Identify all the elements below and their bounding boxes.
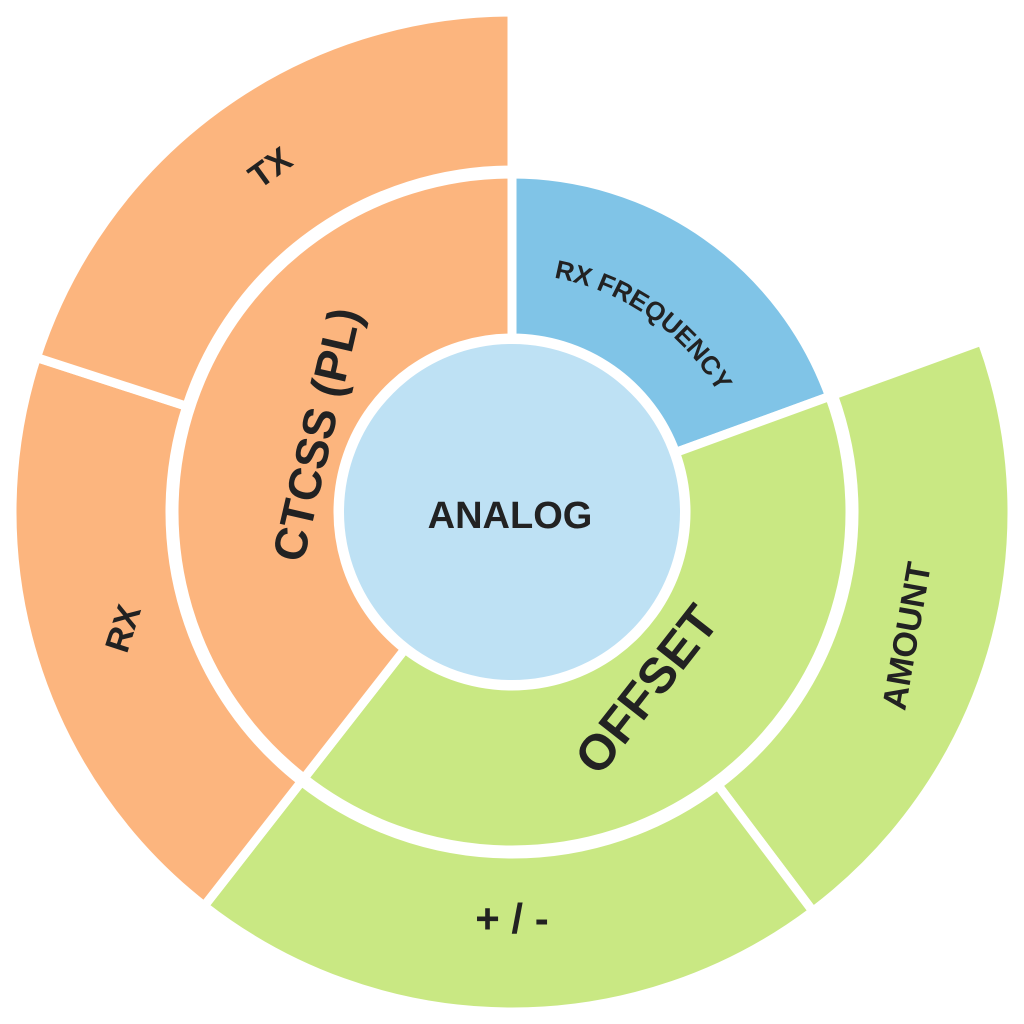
segment-rx bbox=[7, 352, 306, 911]
label-plus-minus: + / - bbox=[475, 895, 549, 942]
center-circle bbox=[336, 336, 688, 688]
segment-amount bbox=[713, 336, 1017, 916]
segment-plus-minus bbox=[199, 777, 818, 1017]
center-label: ANALOG bbox=[428, 495, 593, 537]
segment-tx bbox=[31, 7, 517, 411]
